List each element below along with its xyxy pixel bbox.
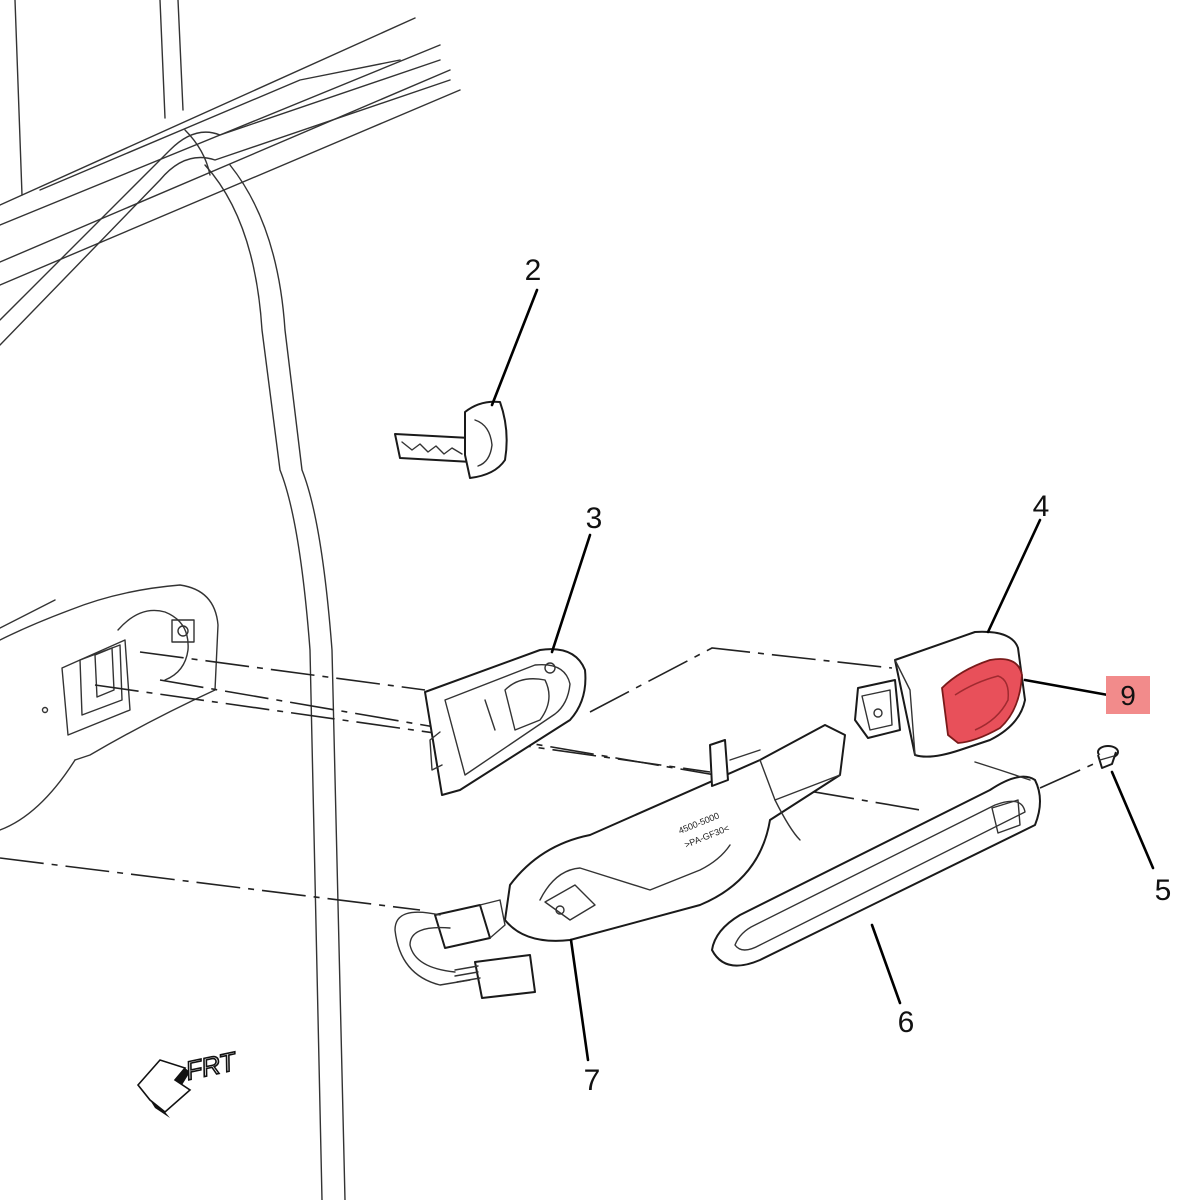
callout-9-highlight: 9 [1106, 676, 1150, 714]
callout-9-box [1106, 676, 1150, 714]
assembly-lines [0, 647, 1099, 911]
leader-lines [490, 288, 1155, 1062]
callout-3: 3 [586, 502, 603, 535]
part-3-bezel [424, 648, 587, 796]
part-9-end-cap-highlighted [941, 658, 1023, 744]
part-5-screw [1097, 745, 1119, 769]
part-2-key [394, 400, 508, 479]
callout-5: 5 [1155, 874, 1172, 907]
callout-6: 6 [898, 1006, 915, 1039]
callout-2: 2 [525, 254, 542, 287]
part-7-handle-base: 4500-5000 >PA-GF30< [394, 724, 846, 999]
part-6-handle-cover [711, 761, 1041, 967]
callout-7: 7 [584, 1064, 601, 1097]
frt-label: FRT [183, 1046, 240, 1086]
callout-9: 9 [1120, 680, 1136, 711]
door-body [0, 0, 461, 1200]
front-direction-indicator: FRT [136, 1045, 241, 1118]
callout-4: 4 [1033, 490, 1050, 523]
